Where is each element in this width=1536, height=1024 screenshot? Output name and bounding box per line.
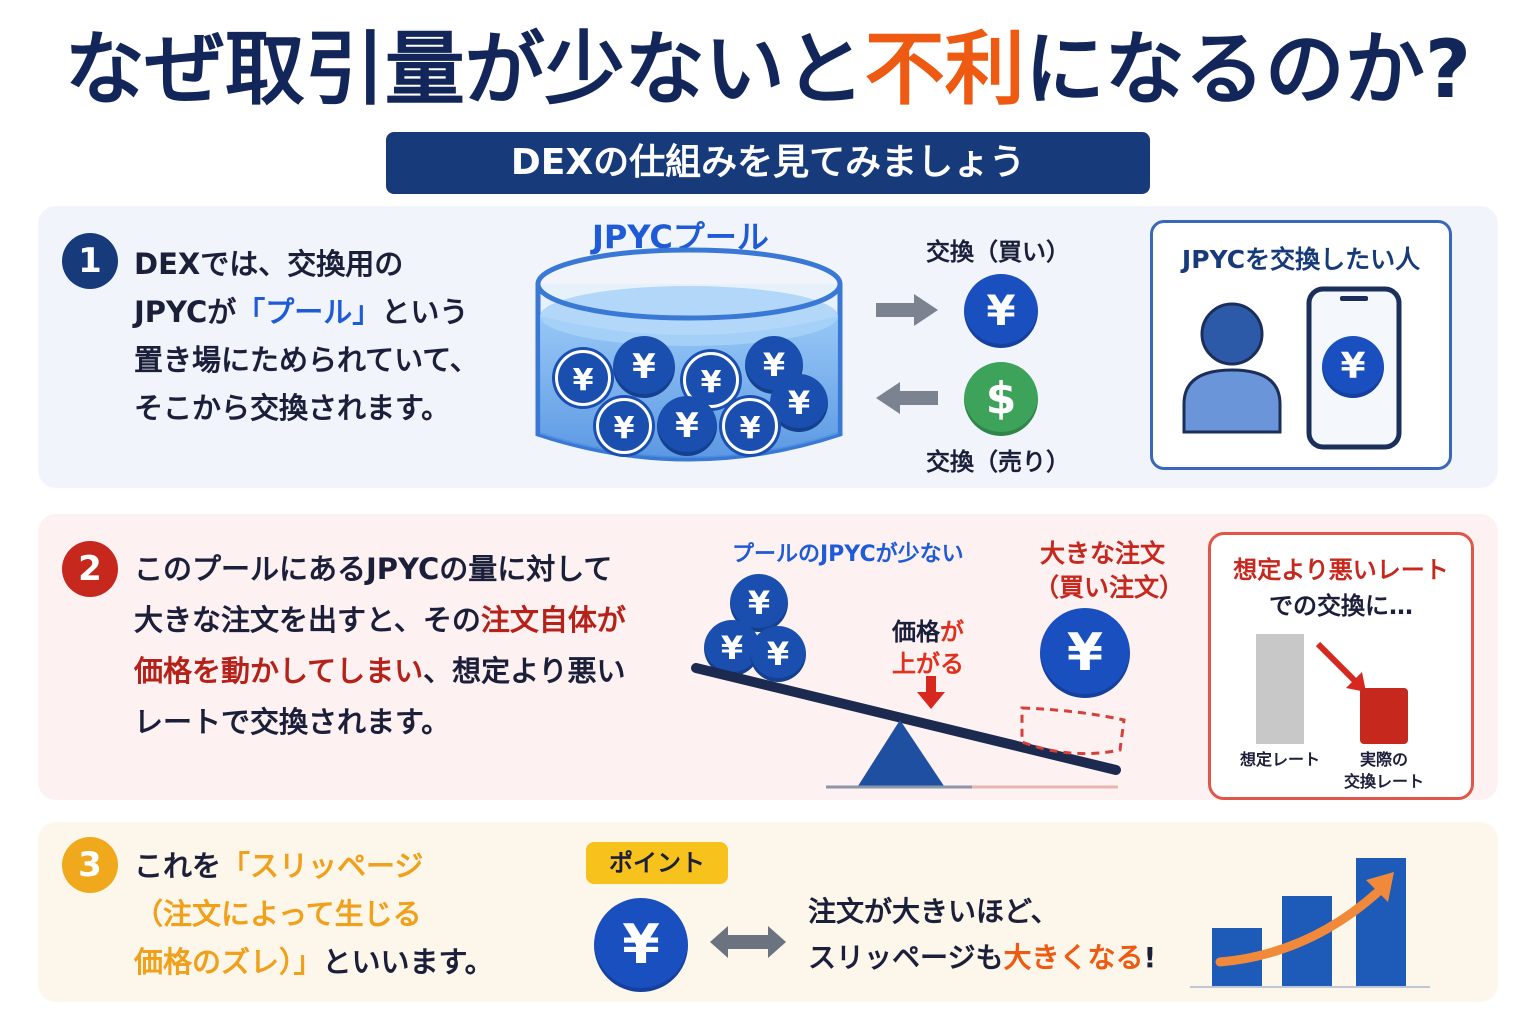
yen-coin-icon: ¥: [1040, 608, 1130, 698]
yen-coin-icon: ¥: [613, 336, 675, 398]
s3-line1: これを「スリッページ: [134, 849, 424, 883]
expected-rate-label: 想定レート: [1239, 750, 1320, 769]
big-order-line2: （買い注文）: [1034, 573, 1185, 602]
arrow-right-icon: [876, 294, 938, 326]
step-number-3: 3: [62, 837, 118, 893]
few-jpyc-label: プールのJPYCが少ない: [732, 542, 964, 567]
bar-chart-icon: [1256, 634, 1408, 744]
yen-coin-icon: ¥: [704, 620, 760, 676]
yen-coin-icon: ¥: [1322, 336, 1384, 398]
yen-coin-icon: ¥: [657, 396, 717, 456]
step-number-2: 2: [62, 541, 118, 597]
point-line1: 注文が大きいほど、: [808, 895, 1059, 928]
dollar-coin-icon: $: [964, 362, 1038, 436]
yen-coin-icon: ¥: [964, 274, 1038, 348]
person-icon: [1182, 302, 1282, 434]
page-title: なぜ取引量が少ないと不利になるのか?: [0, 22, 1536, 118]
yen-coin-icon: ¥: [555, 350, 611, 406]
rate-title: 想定より悪いレート: [1233, 556, 1449, 584]
point-line2: スリッページも大きくなる!: [808, 941, 1157, 974]
subtitle-banner: DEXの仕組みを見てみましょう: [386, 132, 1150, 194]
yen-coin-icon: ¥: [722, 398, 778, 454]
s2-line2: 大きな注文を出すと、その注文自体が: [134, 603, 626, 637]
s2-line1: このプールにあるJPYCの量に対して: [134, 552, 613, 586]
s1-line4: そこから交換されます。: [134, 391, 451, 425]
section-1-text: DEXでは、交換用の JPYCが「プール」という 置き場にためられていて、 そこ…: [134, 240, 479, 432]
point-badge: ポイント: [586, 842, 728, 884]
s3-line2: （注文によって生じる: [134, 897, 422, 931]
yen-coin-icon: ¥: [594, 898, 688, 992]
actual-rate-label-1: 実際の: [1359, 750, 1408, 769]
s1-line2: JPYCが「プール」という: [134, 295, 469, 329]
price-label: 価格が: [892, 618, 964, 646]
s2-line4: レートで交換されます。: [134, 705, 451, 739]
yen-coin-icon: ¥: [750, 626, 806, 682]
rate-subtitle: での交換に…: [1269, 592, 1413, 620]
rising-chart-icon: [1190, 858, 1430, 988]
s2-line3: 価格を動かしてしまい、想定より悪い: [134, 654, 626, 688]
s1-line1: DEXでは、交換用の: [134, 247, 404, 281]
title-highlight: 不利: [864, 23, 1025, 116]
arrow-left-icon: [876, 382, 938, 414]
step-number-1: 1: [62, 233, 118, 289]
title-end: になるのか?: [1024, 23, 1472, 116]
down-arrow-icon: [917, 676, 945, 709]
double-arrow-icon: [710, 926, 786, 958]
s3-line3: 価格のズレ）」といいます。: [134, 945, 494, 979]
actual-rate-label-2: 交換レート: [1343, 772, 1424, 791]
sell-label: 交換（売り）: [926, 448, 1070, 476]
section-3-text: これを「スリッページ （注文によって生じる 価格のズレ）」といいます。: [134, 842, 494, 986]
yen-coin-icon: ¥: [596, 398, 652, 454]
yen-coin-icon: ¥: [770, 374, 828, 432]
section-2-text: このプールにあるJPYCの量に対して 大きな注文を出すと、その注文自体が 価格を…: [134, 544, 626, 748]
seesaw-icon: [691, 663, 1126, 789]
rise-label: 上がる: [892, 650, 964, 678]
title-main: なぜ取引量が少ないと: [64, 23, 865, 116]
s1-line3: 置き場にためられていて、: [134, 343, 479, 377]
buy-label: 交換（買い）: [926, 238, 1070, 266]
big-order-line1: 大きな注文: [1040, 539, 1166, 568]
trader-box-title: JPYCを交換したい人: [1181, 245, 1421, 274]
